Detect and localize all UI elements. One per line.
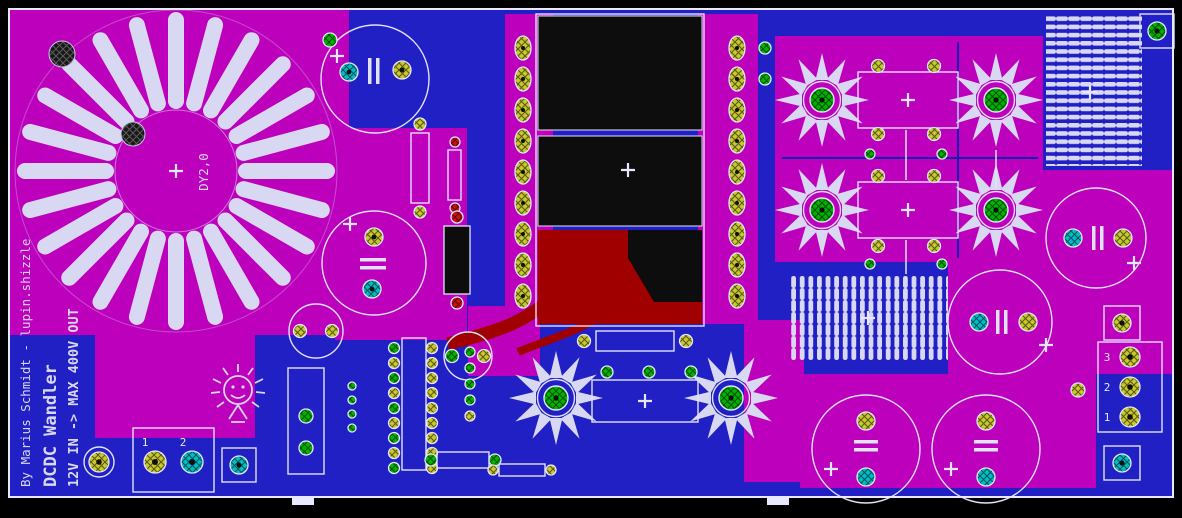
- square-pad-br[interactable]: [1103, 445, 1141, 481]
- output-connector[interactable]: 3 2 1: [1097, 341, 1163, 433]
- mosfet-footprint-row2[interactable]: [857, 168, 959, 254]
- diode-black-body[interactable]: [443, 210, 471, 310]
- via-pad[interactable]: [322, 32, 338, 48]
- mounting-hole[interactable]: [48, 40, 76, 68]
- square-pad-bl[interactable]: [221, 447, 257, 483]
- resistor-vertical-1[interactable]: [410, 117, 430, 219]
- output-pin-mid-label: 2: [1104, 381, 1111, 394]
- aux-pad-column: [464, 346, 476, 422]
- input-pin1-label: 1: [142, 436, 149, 449]
- ic-pad-column-right: [425, 341, 439, 475]
- transformer[interactable]: [514, 13, 772, 327]
- silkscreen-subtitle-text[interactable]: 12V IN -> MAX 400V OUT: [66, 308, 82, 487]
- silk-wires: [905, 130, 997, 274]
- small-pad-column: [347, 381, 357, 433]
- mosfet-footprint-row1[interactable]: [857, 58, 959, 142]
- silkscreen-credit-text[interactable]: By Marius Schmidt - lupin.shizzle: [18, 239, 33, 487]
- input-pin2-label: 2: [180, 436, 187, 449]
- capacitor-c1[interactable]: [320, 24, 430, 134]
- edge-tab: [292, 497, 314, 505]
- square-pad-mr[interactable]: [1103, 305, 1141, 341]
- capacitor-c2[interactable]: [321, 210, 427, 316]
- capacitor-c3[interactable]: [1045, 187, 1147, 289]
- capacitor-c5[interactable]: [811, 394, 921, 504]
- ic-pad-column-left: [387, 341, 401, 475]
- edge-tab: [767, 497, 789, 505]
- silkscreen-title-text[interactable]: DCDC Wandler: [41, 364, 61, 487]
- resistor-horizontal-mid[interactable]: [576, 330, 694, 352]
- inter-row-pads: [864, 148, 948, 270]
- capacitor-c4[interactable]: [947, 269, 1053, 375]
- via-pad[interactable]: [1070, 382, 1086, 398]
- transformer-pads-right: [728, 35, 746, 309]
- toroid-label: DY2,0: [196, 153, 211, 191]
- input-aux-pad[interactable]: [83, 446, 115, 478]
- mounting-hole[interactable]: [120, 121, 146, 147]
- capacitor-c6[interactable]: [931, 394, 1041, 504]
- transformer-pads-left: [514, 35, 532, 309]
- capacitor-small-1[interactable]: [288, 303, 344, 359]
- output-pin-top-label: 3: [1104, 351, 1111, 364]
- bottom-pair-footprint[interactable]: [591, 365, 699, 423]
- silkscreen-doodle: [210, 364, 266, 423]
- controller-ic-cluster[interactable]: [287, 337, 557, 477]
- board-outline: [8, 8, 1174, 498]
- output-pin-bottom-label: 1: [1104, 411, 1111, 424]
- copper-pour-red: [446, 230, 702, 356]
- input-connector[interactable]: 1 2: [132, 427, 215, 493]
